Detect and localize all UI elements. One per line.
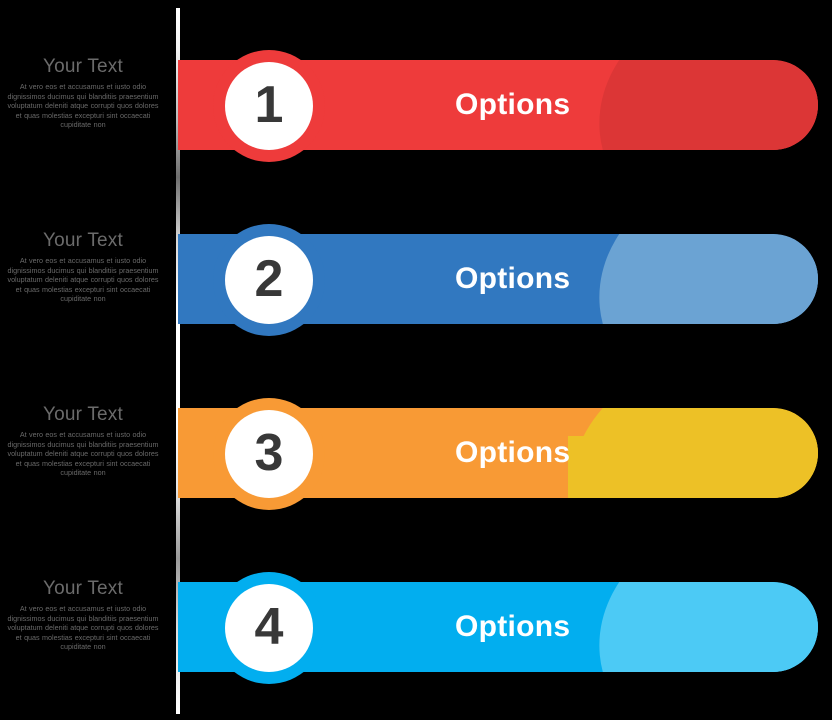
option-label: Options	[455, 88, 571, 121]
step-number-circle: 4	[225, 584, 313, 672]
description-body: At vero eos et accusamus et iusto odio d…	[7, 256, 159, 304]
description-block: Your Text At vero eos et accusamus et iu…	[0, 230, 166, 304]
step-number-badge[interactable]: 3	[213, 398, 325, 510]
option-label: Options	[455, 262, 571, 295]
vertical-timeline-line	[176, 8, 180, 714]
bar-highlight-band	[568, 436, 818, 498]
description-block: Your Text At vero eos et accusamus et iu…	[0, 56, 166, 130]
infographic-row: Your Text At vero eos et accusamus et iu…	[0, 18, 832, 192]
description-block: Your Text At vero eos et accusamus et iu…	[0, 404, 166, 478]
description-title: Your Text	[43, 578, 123, 599]
step-number-text: 1	[254, 76, 284, 134]
bar-highlight-band	[628, 88, 818, 150]
option-label: Options	[455, 610, 571, 643]
step-number-text: 2	[254, 250, 284, 308]
infographic-row: Your Text At vero eos et accusamus et iu…	[0, 192, 832, 366]
description-block: Your Text At vero eos et accusamus et iu…	[0, 578, 166, 652]
bar-highlight-band	[628, 610, 818, 672]
description-body: At vero eos et accusamus et iusto odio d…	[7, 430, 159, 478]
step-number-text: 4	[254, 598, 284, 656]
infographic-row: Your Text At vero eos et accusamus et iu…	[0, 366, 832, 540]
description-body: At vero eos et accusamus et iusto odio d…	[7, 604, 159, 652]
description-title: Your Text	[43, 404, 123, 425]
step-number-text: 3	[254, 424, 284, 482]
description-title: Your Text	[43, 230, 123, 251]
bar-highlight-band	[628, 262, 818, 324]
step-number-badge[interactable]: 2	[213, 224, 325, 336]
step-number-circle: 3	[225, 410, 313, 498]
description-title: Your Text	[43, 56, 123, 77]
step-number-badge[interactable]: 4	[213, 572, 325, 684]
infographic-row: Your Text At vero eos et accusamus et iu…	[0, 540, 832, 714]
option-label: Options	[455, 436, 571, 469]
step-number-badge[interactable]: 1	[213, 50, 325, 162]
step-number-circle: 1	[225, 62, 313, 150]
step-number-circle: 2	[225, 236, 313, 324]
description-body: At vero eos et accusamus et iusto odio d…	[7, 82, 159, 130]
